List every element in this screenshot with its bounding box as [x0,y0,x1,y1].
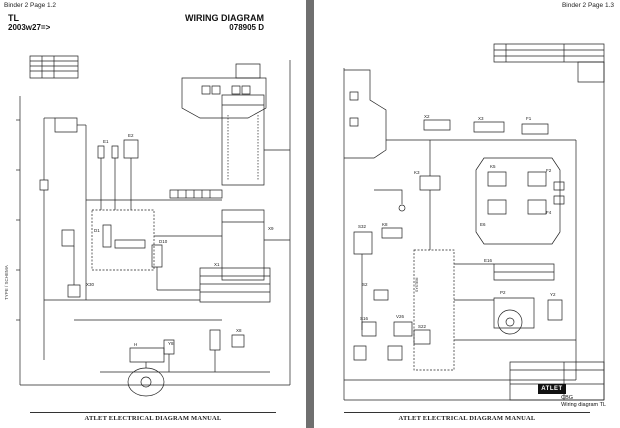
svg-text:F2: F2 [546,168,552,173]
svg-text:F4: F4 [546,210,552,215]
model-label: TL [8,13,19,23]
svg-text:TYPE / SCHEMA: TYPE / SCHEMA [4,265,9,300]
svg-text:Y2: Y2 [550,292,556,297]
svg-text:X9: X9 [268,226,274,231]
svg-text:P2: P2 [500,290,506,295]
page-footer: ATLET ELECTRICAL DIAGRAM MANUAL [398,415,536,422]
page-footer: ATLET ELECTRICAL DIAGRAM MANUAL [84,415,222,422]
svg-text:X3: X3 [478,116,484,121]
brand-logo: ATLET [538,384,566,394]
page-label: Binder 2 Page 1.3 [561,2,614,9]
svg-text:K5: K5 [490,164,496,169]
svg-text:S2: S2 [362,282,368,287]
diagram-title: WIRING DIAGRAM [185,13,264,23]
svg-text:X8: X8 [236,328,242,333]
svg-text:D1: D1 [94,228,100,233]
pdf-page-left: Binder 2 Page 1.2 TL 2003w27=> WIRING DI… [0,0,306,428]
page-gutter [306,0,314,428]
svg-text:H: H [134,342,137,347]
svg-text:K3: K3 [414,170,420,175]
svg-text:D10: D10 [159,239,168,244]
svg-text:S16: S16 [360,316,369,321]
svg-text:E2: E2 [128,133,134,138]
svg-text:X1: X1 [214,262,220,267]
svg-text:SYSTEM: SYSTEM [415,278,419,292]
footer-rule [344,412,590,413]
diagram-number: 078905 D [229,23,264,32]
svg-text:E16: E16 [484,258,493,263]
svg-text:X30: X30 [86,282,95,287]
svg-text:S22: S22 [418,324,427,329]
serial-code: 2003w27=> [8,23,51,32]
svg-text:F1: F1 [526,116,532,121]
svg-text:E6: E6 [480,222,486,227]
title-block-line: Wiring diagram TL [561,401,606,408]
svg-text:E1: E1 [103,139,109,144]
svg-text:V26: V26 [396,314,405,319]
svg-text:Y8: Y8 [168,341,174,346]
svg-text:K8: K8 [382,222,388,227]
page-label: Binder 2 Page 1.2 [4,2,57,9]
svg-text:S32: S32 [358,224,367,229]
pdf-page-right: Binder 2 Page 1.3 [314,0,620,428]
footer-rule [30,412,276,413]
title-block: CBG Wiring diagram TL [561,395,606,408]
title-block-line: CBG [561,395,574,401]
svg-text:X2: X2 [424,114,430,119]
